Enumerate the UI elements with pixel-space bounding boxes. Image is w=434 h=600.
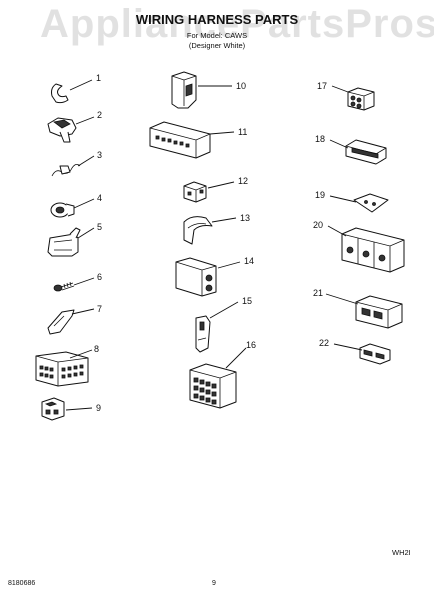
part-10-housing: 10 (171, 71, 246, 109)
part-number: 1 (96, 73, 101, 83)
part-number: 8 (94, 344, 99, 354)
part-number: 11 (238, 127, 247, 137)
part-6-screw: 6 (53, 272, 102, 292)
part-number: 5 (97, 222, 102, 232)
part-number: 22 (319, 338, 329, 348)
part-9-small-connector: 9 (41, 397, 101, 421)
part-number: 13 (240, 213, 250, 223)
part-number: 2 (97, 110, 102, 120)
part-17-four-hole-block: 17 (317, 81, 375, 111)
part-number: 7 (97, 304, 102, 314)
part-1-clip: 1 (51, 73, 101, 104)
part-4-grommet: 4 (50, 193, 102, 218)
part-20-triple-connector: 20 (313, 220, 405, 273)
page-number: 9 (212, 580, 216, 587)
part-number: 4 (97, 193, 102, 203)
part-14-two-pin-connector: 14 (175, 256, 254, 297)
part-21-latch-connector: 21 (313, 288, 403, 329)
part-3-wire-clip: 3 (51, 150, 102, 177)
part-number: 12 (238, 176, 248, 186)
part-12-plug: 12 (183, 176, 248, 203)
part-number: 9 (96, 403, 101, 413)
part-number: 15 (242, 296, 252, 306)
part-7-tab: 7 (47, 304, 102, 335)
part-22-terminal: 22 (319, 338, 391, 365)
part-18-ribbon-connector: 18 (315, 134, 387, 165)
part-number: 17 (317, 81, 327, 91)
part-number: 14 (244, 256, 254, 266)
page-title: WIRING HARNESS PARTS (135, 12, 299, 27)
part-number: 16 (246, 340, 256, 350)
part-16-multi-connector: 16 (189, 340, 256, 409)
document-number: 8180686 (8, 580, 36, 587)
color-line: (Designer White) (188, 41, 246, 50)
part-number: 19 (315, 190, 325, 200)
part-number: 10 (236, 81, 246, 91)
watermark: AppliancePartsPros.com (40, 2, 434, 46)
part-11-terminal-block: 11 (149, 121, 247, 159)
model-line: For Model: CAWS (186, 31, 248, 40)
part-19-plate: 19 (315, 190, 389, 213)
part-number: 20 (313, 220, 323, 230)
part-number: 18 (315, 134, 325, 144)
part-15-latch: 15 (195, 296, 252, 353)
part-number: 3 (97, 150, 102, 160)
part-5-bracket: 5 (47, 222, 102, 257)
part-number: 21 (313, 288, 323, 298)
part-number: 6 (97, 272, 102, 282)
part-2-cable-clamp: 2 (47, 110, 102, 143)
diagram-code: WH2I (392, 548, 411, 557)
part-8-connector-block: 8 (35, 344, 99, 387)
part-13-shield: 13 (183, 213, 250, 245)
